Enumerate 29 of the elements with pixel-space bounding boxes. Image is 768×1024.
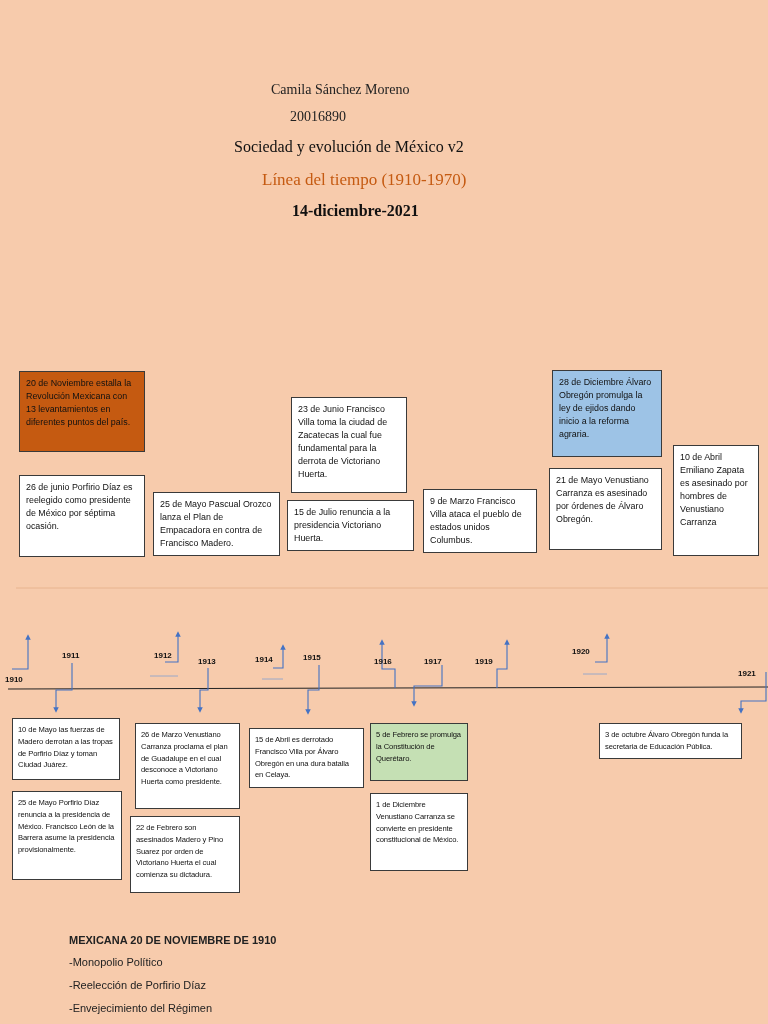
year-label: 1916: [374, 657, 392, 666]
event-box: 10 de Abril Emiliano Zapata es asesinado por hombres de Venustiano Carranza: [673, 445, 759, 556]
year-label: 1920: [572, 647, 590, 656]
list-item: -Envejecimiento del Régimen: [69, 1002, 213, 1014]
list-item: -Reelección de Porfirio Díaz: [69, 979, 206, 991]
year-label: 1919: [475, 657, 493, 666]
event-box: 26 de junio Porfirio Díaz es reelegido como presidente de México por séptima ocasión.: [19, 475, 145, 557]
highlight-event-box: 28 de Diciembre Álvaro Obregón promulga la ley de ejidos dando inicio a la reforma agraria.: [552, 370, 662, 457]
year-label: 1913: [198, 657, 216, 666]
event-box: 15 de Julio renuncia a la presidencia Victoriano Huerta.: [287, 500, 414, 551]
event-box: 21 de Mayo Venustiano Carranza es asesinado por órdenes de Álvaro Obregón.: [549, 468, 662, 550]
date: 14-diciembre-2021: [292, 202, 419, 220]
event-box: 9 de Marzo Francisco Villa ataca el pueblo de estados unidos Columbus.: [423, 489, 537, 553]
event-box: 25 de Mayo Pascual Orozco lanza el Plan de Empacadora en contra de Francisco Madero.: [153, 492, 280, 556]
year-label: 1910: [5, 675, 23, 684]
subtitle: Línea del tiempo (1910-1970): [262, 170, 467, 190]
highlight-event-box: 20 de Noviembre estalla la Revolución Mexicana con 13 levantamientos en diferentes puntos del país.: [19, 371, 145, 452]
year-label: 1921: [738, 669, 756, 678]
author-name: Camila Sánchez Moreno: [271, 82, 410, 98]
year-label: 1914: [255, 655, 273, 664]
year-label: 1915: [303, 653, 321, 662]
year-label: 1911: [62, 651, 80, 660]
year-label: 1917: [424, 657, 442, 666]
student-id: 20016890: [290, 109, 346, 125]
list-item: -Monopolio Político: [69, 956, 163, 968]
event-box: 23 de Junio Francisco Villa toma la ciudad de Zacatecas la cual fue fundamental para la derrota de Victoriano Huerta.: [291, 397, 407, 493]
list-heading: MEXICANA 20 DE NOVIEMBRE DE 1910: [69, 934, 277, 946]
year-label: 1912: [154, 651, 172, 660]
title: Sociedad y evolución de México v2: [234, 138, 464, 156]
